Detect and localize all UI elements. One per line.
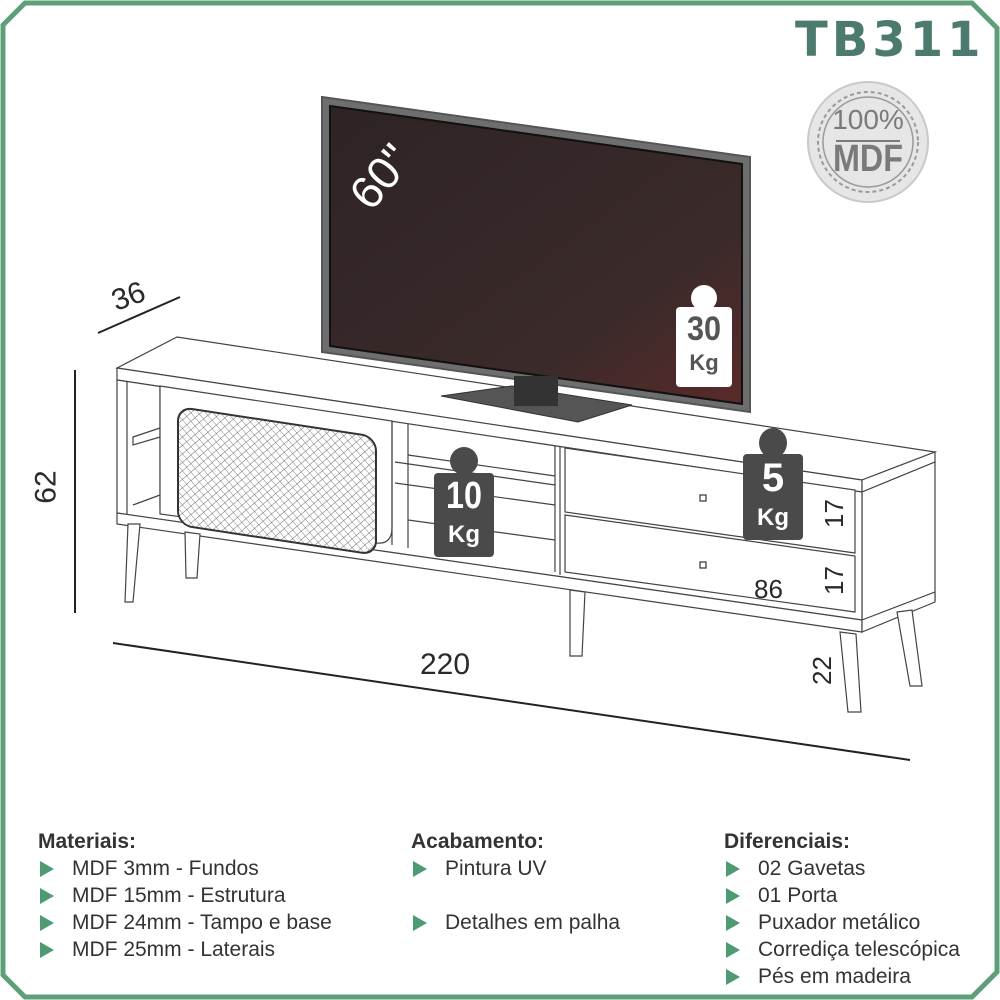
list-item: Puxador metálico [724,909,960,936]
features-section: Diferenciais: 02 Gavetas 01 Porta Puxado… [724,828,960,990]
model-code: TB311 [795,12,985,68]
bullet-arrow-icon [40,942,54,958]
bullet-arrow-icon [726,861,740,877]
bullet-arrow-icon [726,969,740,985]
drawer-weight-tag: 5 Kg [743,428,803,542]
weight-unit: Kg [757,504,789,531]
list-item: Corrediça telescópica [724,936,960,963]
list-item: Detalhes em palha [411,909,620,936]
width-dimension [112,642,911,761]
tv-weight-tag: 30 Kg [676,285,732,389]
finish-section: Acabamento: Pintura UV Detalhes em palha [411,828,620,936]
drawer-height-label-1: 17 [818,499,849,528]
list-item: MDF 24mm - Tampo e base [38,909,332,936]
height-label: 62 [29,470,63,504]
compartment-weight-tag: 10 Kg [434,447,494,559]
badge-top-text: 100% [832,104,904,135]
list-item: MDF 3mm - Fundos [38,855,332,882]
list-item: Pés em madeira [724,963,960,990]
finish-title: Acabamento: [411,830,545,853]
drawer-height-label-2: 17 [818,566,849,595]
badge-bottom-text: MDF [833,138,903,180]
materials-title: Materiais: [38,830,137,853]
bullet-arrow-icon [413,915,427,931]
list-item: MDF 15mm - Estrutura [38,882,332,909]
bullet-arrow-icon [726,942,740,958]
list-item: 02 Gavetas [724,855,960,882]
badge-divider [836,140,900,142]
spacer [411,882,620,909]
weight-value: 10 [446,475,482,517]
bullet-arrow-icon [726,888,740,904]
weight-tag-ring [691,285,717,311]
depth-dimension [97,296,181,334]
materials-section: Materiais: MDF 3mm - Fundos MDF 15mm - E… [38,828,332,963]
list-item: Pintura UV [411,855,620,882]
weight-value: 5 [761,456,785,500]
bullet-arrow-icon [40,915,54,931]
weight-unit: Kg [448,521,480,548]
bullet-arrow-icon [40,888,54,904]
features-title: Diferenciais: [724,830,851,853]
television [321,95,751,423]
weight-unit: Kg [689,350,719,375]
mdf-badge: 100% MDF [806,80,930,204]
drawer-width-label: 86 [754,574,783,604]
bullet-arrow-icon [726,915,740,931]
badge-seal-icon [807,81,929,203]
bullet-arrow-icon [413,861,427,877]
weight-value: 30 [686,310,722,348]
bullet-arrow-icon [40,861,54,877]
width-label: 220 [420,648,471,681]
list-item: MDF 25mm - Laterais [38,936,332,963]
leg-height-label: 22 [806,656,837,685]
list-item: 01 Porta [724,882,960,909]
